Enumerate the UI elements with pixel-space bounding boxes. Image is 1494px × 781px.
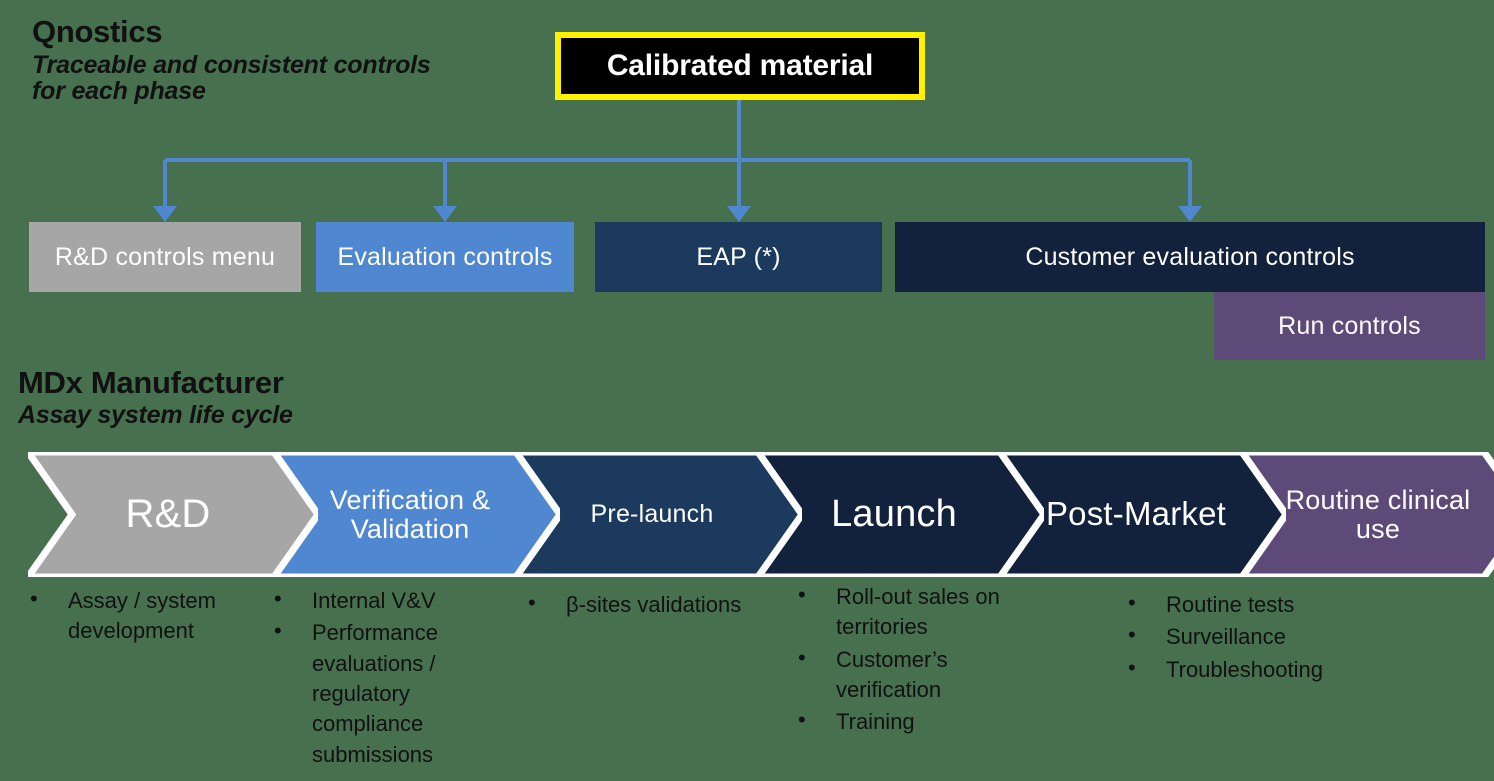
phase-chevron-1[interactable]: R&D [28, 452, 318, 577]
qnostics-subtitle: Traceable and consistent controls for ea… [32, 51, 431, 105]
phase-chevron-shape [28, 452, 318, 577]
control-box-eap[interactable]: EAP (*) [595, 222, 882, 292]
bullets-pre-launch: β-sites validations [516, 588, 746, 622]
bullets-verification-validation: Internal V&VPerformance evaluations / re… [262, 584, 500, 772]
bullets-post-market: Routine testsSurveillanceTroubleshooting [1116, 588, 1416, 687]
control-label: Run controls [1278, 311, 1421, 340]
bullet-item: Performance evaluations / regulatory com… [262, 616, 500, 770]
mdx-title: MDx Manufacturer [18, 365, 284, 400]
bullet-item: Roll-out sales on territories [786, 580, 1056, 643]
qnostics-title: Qnostics [32, 14, 163, 49]
control-label: Customer evaluation controls [1025, 242, 1355, 271]
bullet-item: Troubleshooting [1116, 653, 1416, 685]
control-box-run-controls[interactable]: Run controls [1214, 292, 1485, 360]
control-label: Evaluation controls [337, 242, 553, 271]
bullets-rd: Assay / system development [18, 584, 270, 649]
bullet-item: Internal V&V [262, 584, 500, 616]
bullet-item: Routine tests [1116, 588, 1416, 620]
bullet-item: Training [786, 705, 1056, 737]
bullet-item: β-sites validations [516, 588, 746, 620]
calibrated-material-box: Calibrated material [555, 32, 925, 100]
control-label: R&D controls menu [54, 242, 276, 271]
bullets-launch: Roll-out sales on territoriesCustomer’s … [786, 580, 1056, 740]
mdx-subtitle: Assay system life cycle [18, 401, 293, 429]
control-box-evaluation-controls[interactable]: Evaluation controls [316, 222, 574, 292]
control-box-customer-evaluation-controls[interactable]: Customer evaluation controls [895, 222, 1485, 292]
control-label: EAP (*) [696, 242, 781, 271]
calibrated-material-label: Calibrated material [606, 49, 874, 82]
bullet-item: Customer’s verification [786, 643, 1056, 706]
bullet-item: Surveillance [1116, 620, 1416, 652]
bullet-item: Assay / system development [18, 584, 270, 647]
control-box-rd-controls-menu[interactable]: R&D controls menu [29, 222, 301, 292]
